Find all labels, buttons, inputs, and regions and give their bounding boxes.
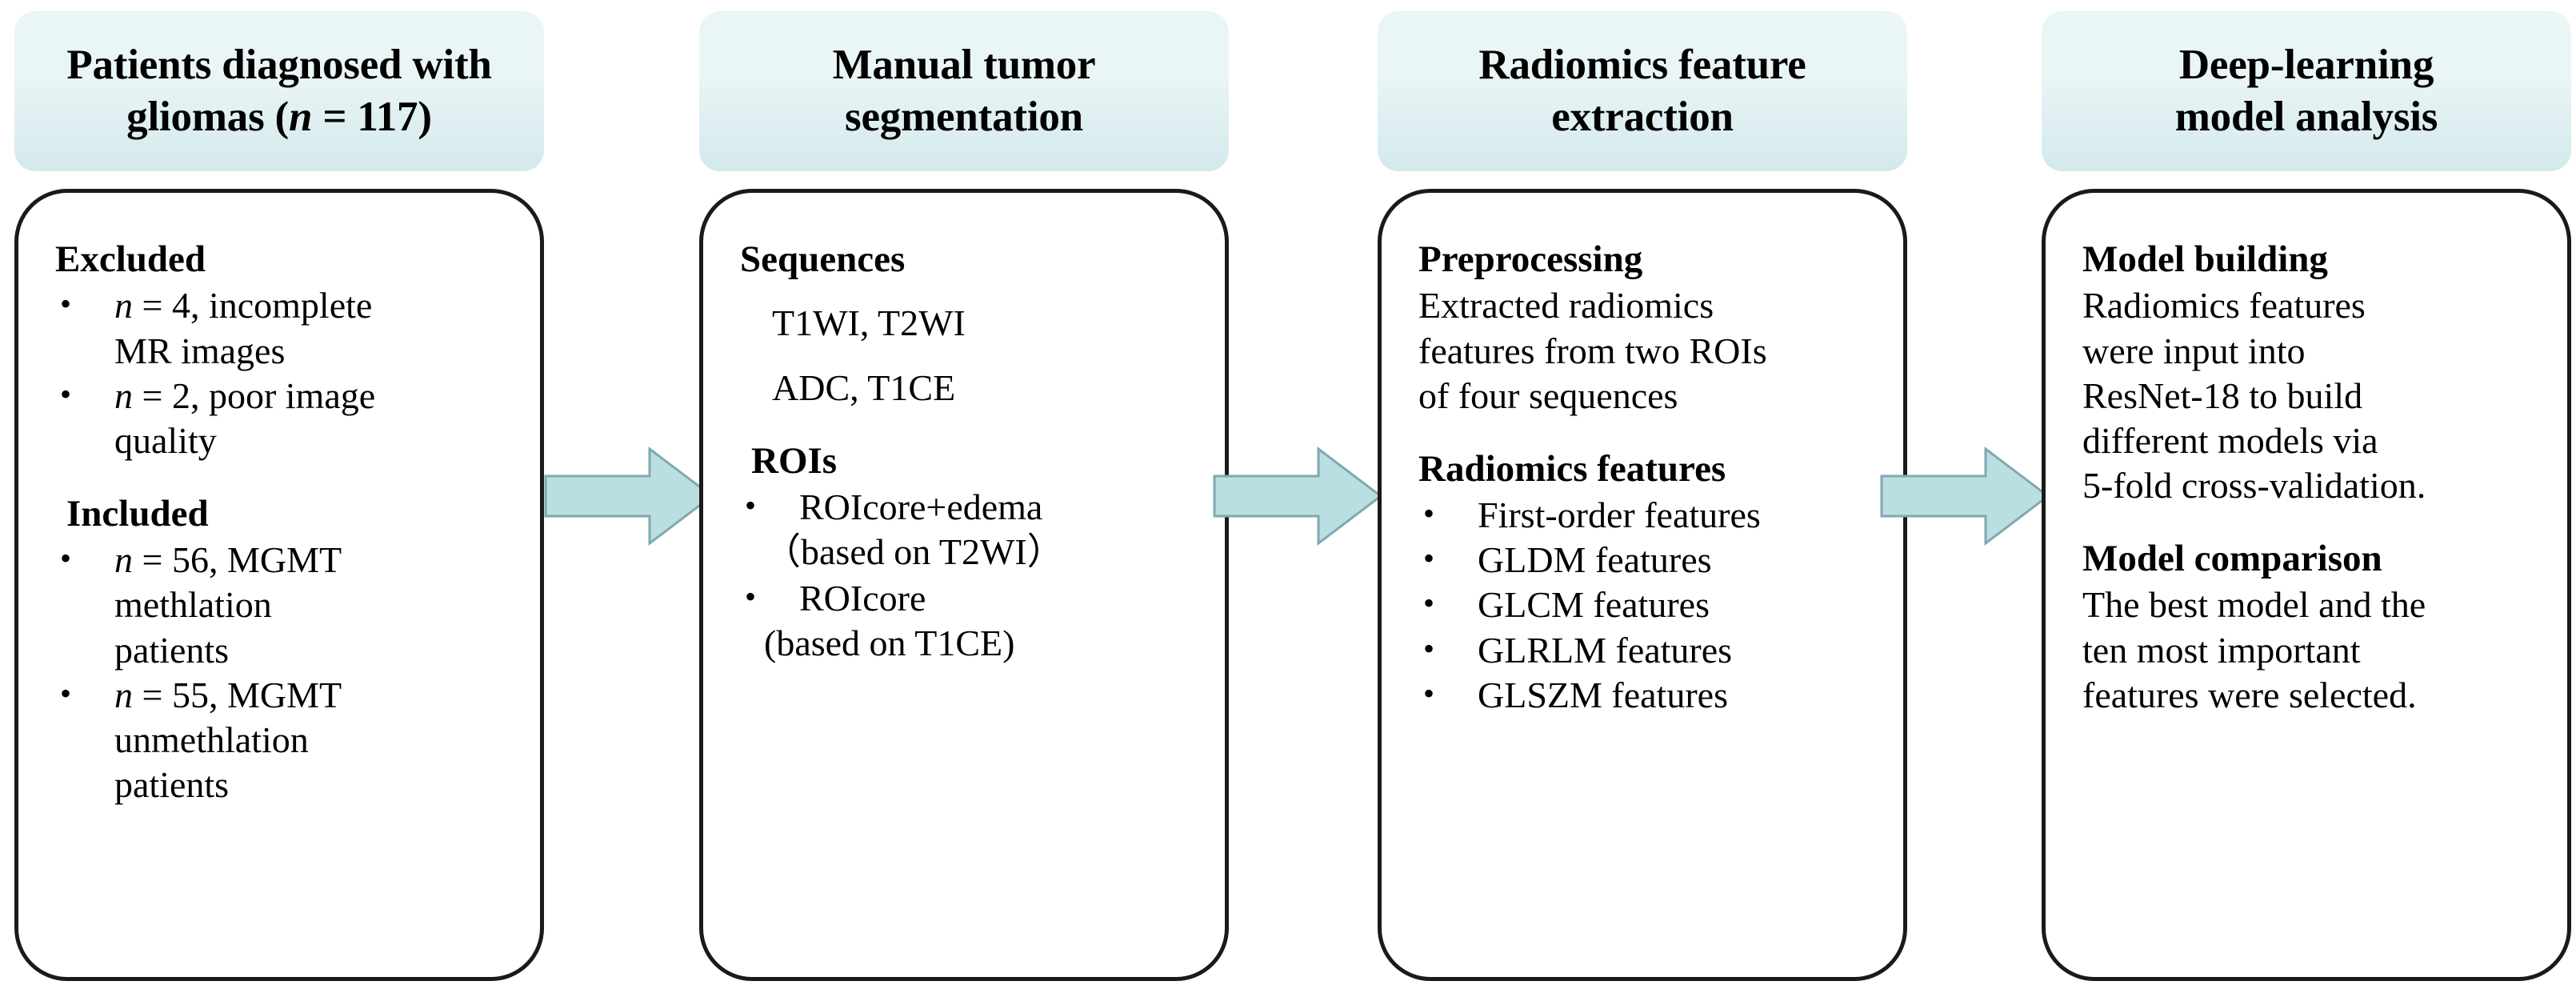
section-model-comparison: Model comparison The best model and the … xyxy=(2082,537,2543,718)
sequence-line: ADC, T1CE xyxy=(772,366,956,408)
list-item: GLCM features xyxy=(1418,583,1879,627)
list-item: n = 2, poor image quality xyxy=(55,374,516,463)
section-title: Model comparison xyxy=(2082,538,2382,579)
bullet-list-feature-classes: First-order features GLDM features GLCM … xyxy=(1418,493,1879,718)
section-title: Excluded xyxy=(55,238,206,280)
stage-header-title: Patients diagnosed with gliomas (n = 117… xyxy=(66,42,492,140)
stage-header-title: Deep-learning model analysis xyxy=(2174,42,2438,140)
section-title: ROIs xyxy=(751,439,838,482)
stage-column-tumor-segmentation: Manual tumor segmentation Sequences T1WI… xyxy=(699,0,1229,997)
connector-arrow-right xyxy=(544,446,714,547)
bullet-list-rois-2: ROIcore xyxy=(740,576,1201,621)
list-item: n = 56, MGMT methlation patients xyxy=(55,538,516,672)
list-item: GLSZM features xyxy=(1418,673,1879,718)
stage-body-model-analysis: Model building Radiomics features were i… xyxy=(2042,189,2571,981)
section-radiomics-features: Radiomics features First-order features … xyxy=(1418,447,1879,718)
section-body: Extracted radiomics features from two RO… xyxy=(1418,285,1767,416)
roi-basis-note: （based on T2WI） xyxy=(764,531,1064,573)
stage-body-patient-selection: Excluded n = 4, incomplete MR images n =… xyxy=(14,189,544,981)
list-item: First-order features xyxy=(1418,493,1879,538)
list-item: ROIcore+edema xyxy=(740,485,1201,530)
stage-header-model-analysis: Deep-learning model analysis xyxy=(2042,11,2571,171)
section-title: Included xyxy=(66,492,209,535)
list-item: ROIcore xyxy=(740,576,1201,621)
section-included: Included n = 56, MGMT methlation patient… xyxy=(55,492,516,807)
stage-body-feature-extraction: Preprocessing Extracted radiomics featur… xyxy=(1378,189,1907,981)
stage-column-patient-selection: Patients diagnosed with gliomas (n = 117… xyxy=(14,0,544,997)
section-preprocessing: Preprocessing Extracted radiomics featur… xyxy=(1418,238,1879,418)
stage-header-feature-extraction: Radiomics feature extraction xyxy=(1378,11,1907,171)
list-item: GLRLM features xyxy=(1418,628,1879,673)
section-sequences: Sequences T1WI, T2WI ADC, T1CE xyxy=(740,238,1201,410)
bullet-list-excluded: n = 4, incomplete MR images n = 2, poor … xyxy=(55,283,516,462)
section-excluded: Excluded n = 4, incomplete MR images n =… xyxy=(55,238,516,463)
roi-basis-note: (based on T1CE) xyxy=(764,623,1015,664)
list-item: n = 4, incomplete MR images xyxy=(55,283,516,373)
section-rois: ROIs ROIcore+edema （based on T2WI） ROIco… xyxy=(740,439,1201,667)
sequence-line: T1WI, T2WI xyxy=(772,302,966,344)
section-title: Model building xyxy=(2082,238,2328,280)
section-body: Radiomics features were input into ResNe… xyxy=(2082,285,2426,506)
stage-body-tumor-segmentation: Sequences T1WI, T2WI ADC, T1CE ROIs ROIc… xyxy=(699,189,1229,981)
stage-header-title: Manual tumor segmentation xyxy=(832,42,1096,140)
stage-column-model-analysis: Deep-learning model analysis Model build… xyxy=(2042,0,2571,997)
stage-header-tumor-segmentation: Manual tumor segmentation xyxy=(699,11,1229,171)
section-body: The best model and the ten most importan… xyxy=(2082,584,2426,715)
connector-arrow-right xyxy=(1880,446,2050,547)
section-title: Preprocessing xyxy=(1418,238,1643,280)
bullet-list-rois: ROIcore+edema xyxy=(740,485,1201,530)
list-item: GLDM features xyxy=(1418,538,1879,583)
connector-arrow-right xyxy=(1213,446,1382,547)
bullet-list-included: n = 56, MGMT methlation patients n = 55,… xyxy=(55,538,516,807)
stage-column-feature-extraction: Radiomics feature extraction Preprocessi… xyxy=(1378,0,1907,997)
section-model-building: Model building Radiomics features were i… xyxy=(2082,238,2543,508)
section-title: Sequences xyxy=(740,238,906,280)
list-item: n = 55, MGMT unmethlation patients xyxy=(55,673,516,807)
section-title: Radiomics features xyxy=(1418,447,1726,490)
stage-header-patient-selection: Patients diagnosed with gliomas (n = 117… xyxy=(14,11,544,171)
stage-header-title: Radiomics feature extraction xyxy=(1478,42,1806,140)
